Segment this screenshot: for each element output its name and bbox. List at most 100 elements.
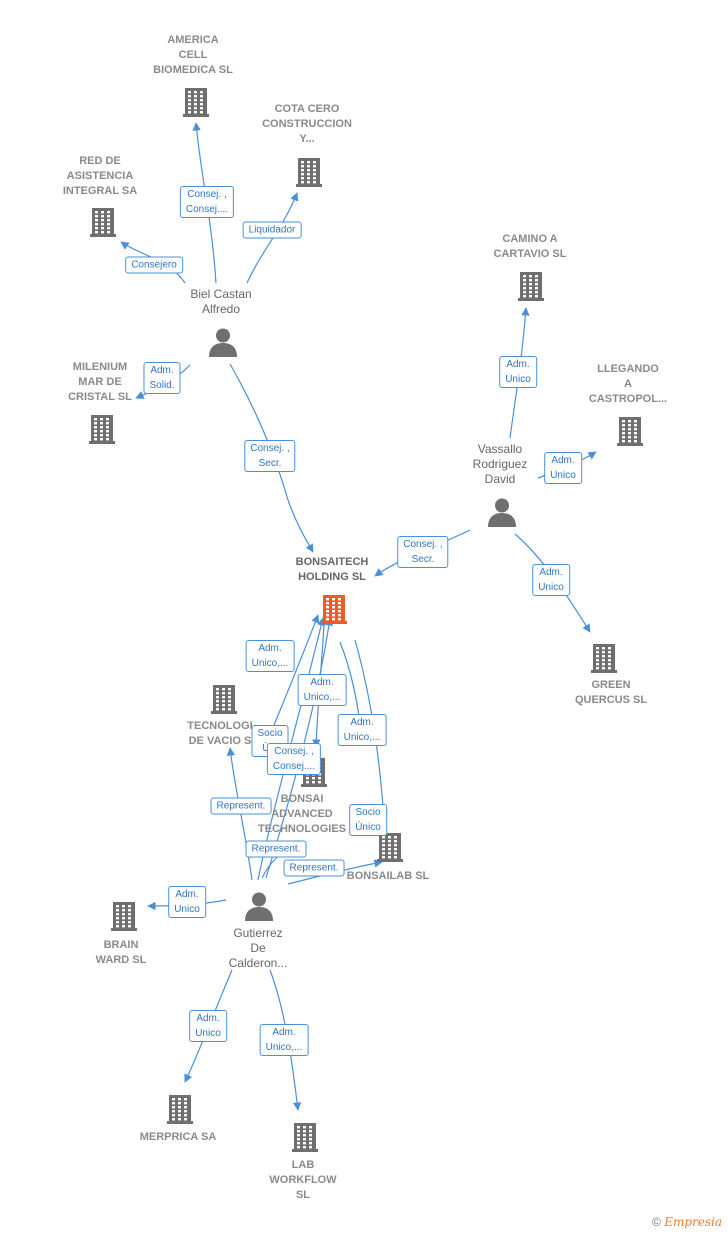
node-label-camino[interactable]: CAMINO A CARTAVIO SL	[494, 232, 567, 262]
edge-label[interactable]: Liquidador	[242, 221, 302, 239]
edge-label[interactable]: Adm.Solid.	[143, 362, 181, 394]
brand-name: Empresia	[664, 1215, 722, 1229]
edge-label[interactable]: Represent.	[283, 859, 345, 877]
node-label-line: BONSAITECH	[295, 556, 369, 568]
building-icon[interactable]	[617, 414, 643, 451]
node-label-merprica[interactable]: MERPRICA SA	[140, 1130, 217, 1145]
edge-label[interactable]: Adm.Unico	[168, 886, 206, 918]
person-icon[interactable]	[208, 327, 238, 362]
edge-label[interactable]: Consej. ,Secr.	[397, 536, 449, 568]
node-label-llegando[interactable]: LLEGANDO A CASTROPOL...	[589, 362, 667, 407]
node-label-line: David	[484, 472, 516, 486]
edge-label[interactable]: Consej. ,Secr.	[244, 440, 296, 472]
edge-label[interactable]: Adm. Unico	[532, 564, 570, 596]
building-icon[interactable]	[183, 85, 209, 122]
node-label-tecno[interactable]: TECNOLOGI DE VACIO S	[187, 719, 252, 749]
edge-label[interactable]: Adm.Unico,...	[297, 674, 347, 706]
edge-label[interactable]: Consej. ,Consej....	[266, 743, 322, 775]
building-icon[interactable]	[591, 641, 617, 678]
edge-label-line: Liquidador	[248, 224, 296, 236]
node-label-line: AMERICA	[167, 34, 219, 46]
node-label-line: Alfredo	[201, 302, 241, 316]
edge-label-line: Secr.	[411, 554, 435, 565]
building-icon[interactable]	[167, 1092, 193, 1129]
edge-biel-to-bonsaitech	[229, 363, 314, 553]
edge-label[interactable]: Adm.Unico	[499, 356, 537, 388]
edge-label-line: Represent.	[251, 843, 301, 855]
node-label-line: TECNOLOGI	[187, 720, 253, 732]
node-label-line: A	[624, 378, 632, 390]
node-label-line: Calderon...	[228, 956, 288, 970]
node-label-line: GREEN	[591, 679, 631, 691]
node-label-line: WORKFLOW	[269, 1174, 337, 1186]
edge-label-line: Represent.	[216, 800, 266, 812]
building-icon[interactable]	[292, 1120, 318, 1157]
node-label-line: SL	[295, 1189, 311, 1201]
edge-label-line: Adm.	[350, 717, 374, 728]
node-label-line: Rodriguez	[472, 457, 528, 471]
node-label-line: CELL	[178, 49, 208, 61]
building-icon[interactable]	[518, 269, 544, 306]
person-icon[interactable]	[487, 497, 517, 532]
edge-label[interactable]: Consejero	[125, 256, 183, 274]
node-label-line: Gutierrez	[233, 926, 283, 940]
node-label-america[interactable]: AMERICA CELL BIOMEDICA SL	[153, 33, 233, 78]
edge-label[interactable]: Consej. ,Consej....	[179, 186, 235, 218]
node-label-line: DE VACIO S	[188, 735, 252, 747]
edge-label-line: Consejero	[131, 259, 177, 271]
focus-building-icon[interactable]	[321, 592, 347, 629]
building-icon[interactable]	[111, 899, 137, 936]
node-label-line: WARD SL	[95, 954, 147, 966]
node-label-line: LLEGANDO	[597, 363, 659, 375]
node-label-line: BONSAI	[280, 793, 324, 805]
edge-label[interactable]: Represent.	[210, 797, 272, 815]
node-label-bonsailab[interactable]: BONSAILAB SL	[347, 869, 430, 884]
node-label-bonsaitech[interactable]: BONSAITECH HOLDING SL	[296, 555, 369, 585]
node-label-line: BIOMEDICA SL	[153, 64, 233, 76]
edge-label[interactable]: Represent.	[245, 840, 307, 858]
node-label-line: De	[250, 941, 266, 955]
building-icon[interactable]	[89, 412, 115, 449]
building-icon[interactable]	[211, 682, 237, 719]
edge-label-line: Solid.	[149, 380, 175, 391]
node-label-line: QUERCUS SL	[574, 694, 648, 706]
node-label-green[interactable]: GREEN QUERCUS SL	[575, 678, 647, 708]
person-icon[interactable]	[244, 891, 274, 926]
edge-label[interactable]: Adm.Unico	[544, 452, 582, 484]
node-label-line: CONSTRUCCION	[262, 118, 352, 130]
edge-label[interactable]: Adm.Unico,...	[245, 640, 295, 672]
edge-label-line: Adm.	[310, 677, 334, 688]
node-label-line: INTEGRAL SA	[62, 185, 138, 197]
edge-label-line: Adm.	[539, 567, 563, 578]
edge-label-line: Consej....	[185, 204, 229, 215]
node-label-line: Vassallo	[477, 442, 523, 456]
edge-label-line: Único	[355, 822, 381, 833]
node-label-line: MILENIUM	[72, 361, 128, 373]
edge-label-line: Represent.	[289, 862, 339, 874]
node-label-line: CASTROPOL...	[588, 393, 668, 405]
edge-label[interactable]: Adm.Unico,...	[259, 1024, 309, 1056]
node-label-line: HOLDING SL	[298, 571, 366, 583]
edge-label-line: Unico	[174, 904, 200, 915]
node-label-line: MERPRICA SA	[139, 1131, 217, 1143]
edge-label-line: Unico	[538, 582, 564, 593]
node-label-line: CARTAVIO SL	[493, 248, 567, 260]
node-label-line: CAMINO A	[502, 233, 558, 245]
building-icon[interactable]	[90, 205, 116, 242]
footer-brand: © Empresia	[652, 1215, 722, 1229]
building-icon[interactable]	[296, 155, 322, 192]
edge-label[interactable]: Adm.Unico	[189, 1010, 227, 1042]
edge-label-line: Adm.	[551, 455, 575, 466]
building-icon[interactable]	[377, 830, 403, 867]
edge-label[interactable]: Adm.Unico,...	[337, 714, 387, 746]
